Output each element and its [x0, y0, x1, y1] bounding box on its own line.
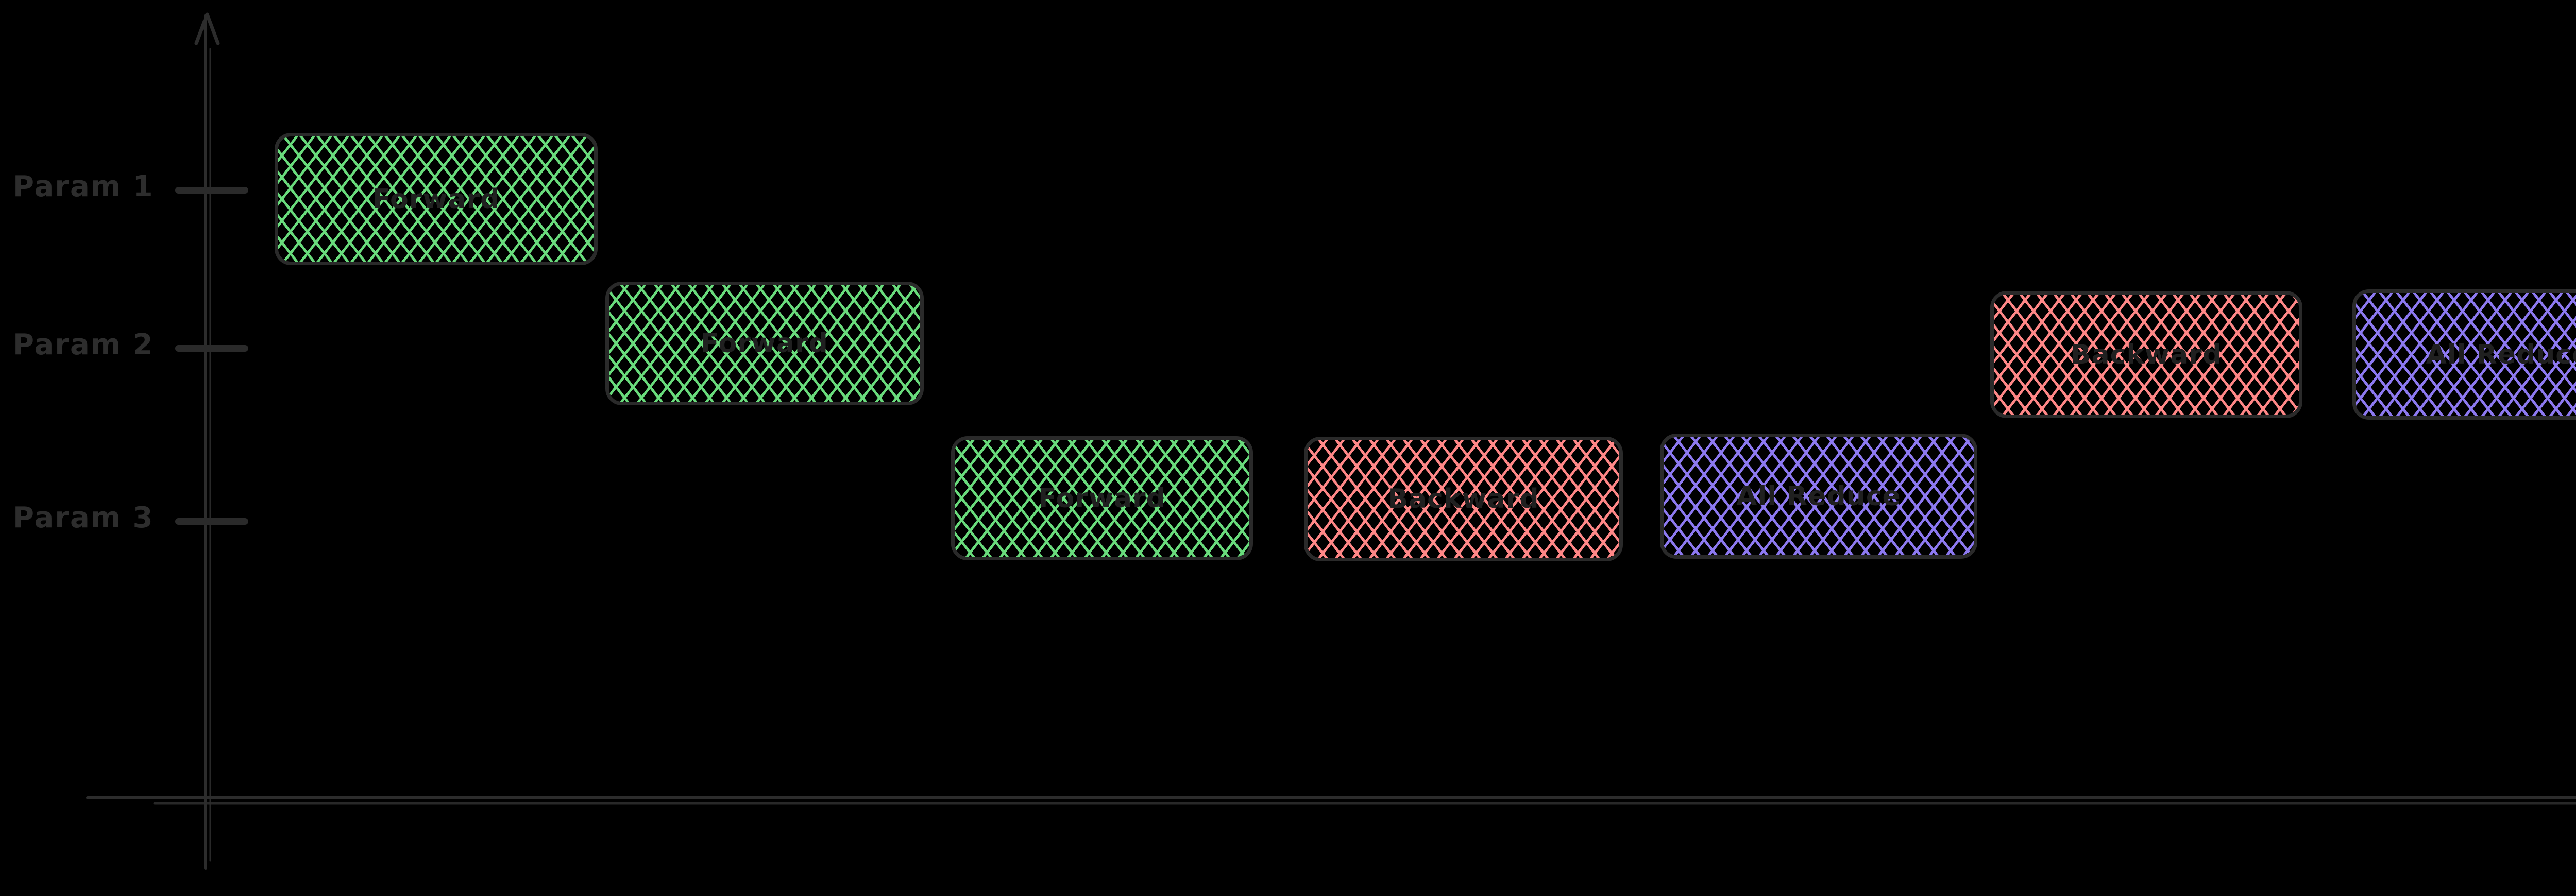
row-label-1: Param 1: [13, 170, 154, 203]
row-label-2: Param 2: [13, 328, 154, 361]
row-label-3: Param 3: [13, 501, 154, 535]
y-axis-arrow-icon: [194, 12, 220, 45]
y-axis: [194, 12, 220, 870]
task-box-backward: Backward: [1990, 291, 2302, 418]
task-box-backward: Backward: [1304, 437, 1623, 561]
task-label: All Reduce: [2426, 339, 2576, 370]
task-label: All Reduce: [1736, 480, 1901, 512]
task-box-all-reduce: All Reduce: [1660, 434, 1977, 559]
task-label: Backward: [1387, 484, 1539, 514]
task-label: Backward: [2070, 339, 2223, 370]
task-box-forward: Forward: [951, 436, 1253, 560]
y-tick-3: [175, 518, 248, 525]
y-tick-1: [175, 187, 248, 194]
task-box-forward: Forward: [275, 133, 598, 265]
task-label: Forward: [701, 328, 828, 359]
y-tick-2: [175, 345, 248, 352]
x-axis: [86, 796, 2576, 805]
task-box-all-reduce: All Reduce: [2352, 289, 2576, 420]
task-label: Forward: [372, 183, 500, 215]
task-box-forward: Forward: [605, 282, 924, 405]
task-label: Forward: [1038, 483, 1166, 514]
